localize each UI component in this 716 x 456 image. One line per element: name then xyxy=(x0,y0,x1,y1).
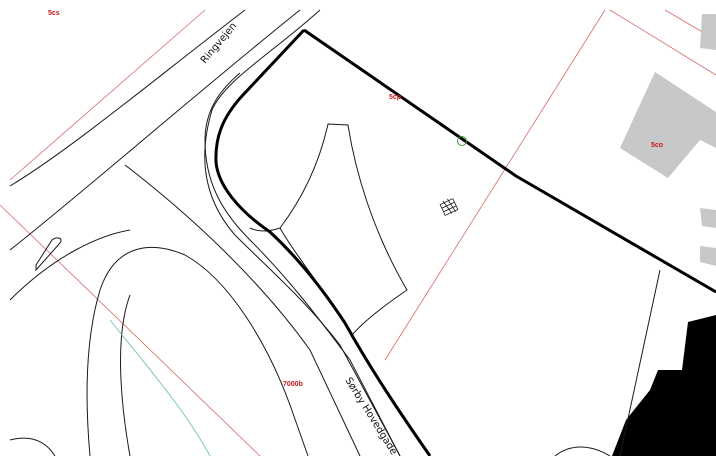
road-label-ringvejen: Ringvejen xyxy=(199,21,239,66)
path-line xyxy=(619,269,661,456)
curb-line xyxy=(9,229,131,301)
island-outline xyxy=(279,123,408,336)
cadastral-line xyxy=(609,9,716,76)
road-edge xyxy=(86,247,309,456)
parcel-boundary[interactable] xyxy=(214,28,716,456)
cadastral-line xyxy=(384,9,606,361)
parcel-label: 5cp xyxy=(389,94,401,101)
road-edge xyxy=(204,72,401,456)
cadastral-line xyxy=(9,9,206,181)
building-grey xyxy=(700,14,716,50)
building-grey xyxy=(700,208,716,228)
road-label-hovedgade: Sørby Hovedgade xyxy=(342,376,399,456)
road-edge xyxy=(120,294,131,456)
road-edge xyxy=(204,9,401,456)
path-line xyxy=(9,437,56,456)
grid-symbol-icon xyxy=(439,198,459,216)
island-outline xyxy=(249,227,281,232)
curb-line xyxy=(35,237,62,272)
building-grey xyxy=(700,246,716,266)
building-grey xyxy=(620,72,716,178)
tree-icon xyxy=(457,136,467,146)
watercourse xyxy=(109,319,211,456)
road-edge xyxy=(9,9,301,251)
parcel-label: 7000b xyxy=(283,381,303,388)
building-black xyxy=(612,315,716,456)
road-edge xyxy=(9,9,246,187)
curb-line xyxy=(124,164,361,456)
parcel-label: 5cs xyxy=(48,10,60,17)
path-line xyxy=(554,446,611,456)
cadastral-line xyxy=(0,204,261,456)
parcel-label: 5co xyxy=(651,142,663,149)
